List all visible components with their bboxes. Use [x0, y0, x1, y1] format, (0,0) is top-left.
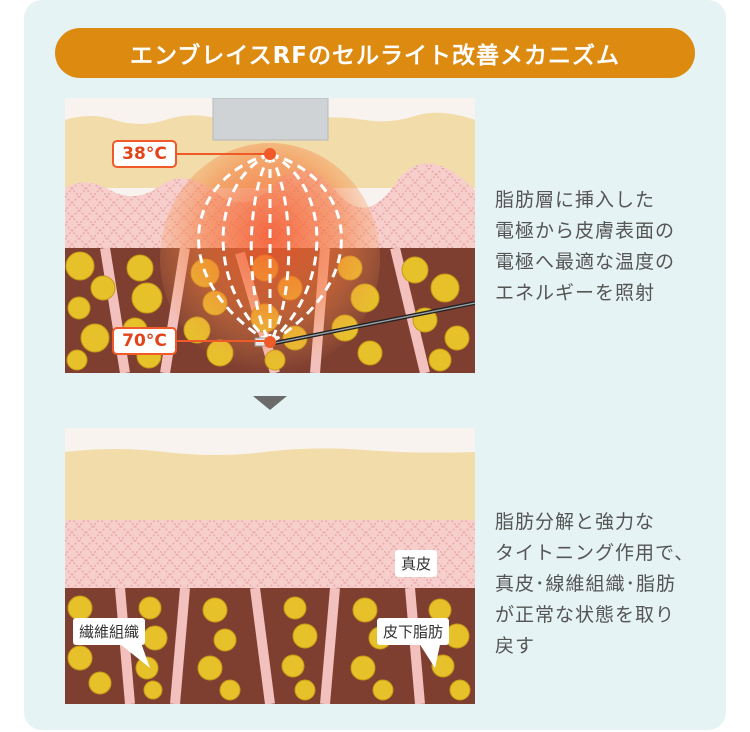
- description-line: が正常な状態を取り: [495, 604, 676, 626]
- page-title: エンブレイスRFのセルライト改善メカニズム: [55, 28, 695, 78]
- description-line: タイトニング作用で、: [495, 542, 695, 564]
- arrow-down-icon: [253, 396, 287, 410]
- subcutaneous-fat-tag: 皮下脂肪: [377, 618, 450, 645]
- deep-temperature-label: 70°C: [112, 327, 177, 355]
- dermis-tag: 真皮: [395, 550, 438, 577]
- description-line: 電極へ最適な温度の: [495, 251, 676, 273]
- description-line: 脂肪層に挿入した: [495, 189, 656, 211]
- description-before: 脂肪層に挿入した 電極から皮膚表面の 電極へ最適な温度の エネルギーを照射: [495, 185, 715, 309]
- description-line: 脂肪分解と強力な: [495, 511, 656, 533]
- skin-diagram-after: 真皮 繊維組織 皮下脂肪: [65, 428, 475, 704]
- surface-temperature-label: 38°C: [112, 140, 177, 168]
- description-line: 戻す: [495, 635, 536, 657]
- description-line: エネルギーを照射: [495, 282, 656, 304]
- description-after: 脂肪分解と強力な タイトニング作用で、 真皮･線維組織･脂肪 が正常な状態を取り…: [495, 507, 715, 662]
- description-line: 真皮･線維組織･脂肪: [495, 573, 677, 595]
- skin-diagram-before: 38°C 70°C: [65, 98, 475, 373]
- description-line: 電極から皮膚表面の: [495, 220, 676, 242]
- fibrous-tissue-tag: 繊維組織: [73, 618, 146, 645]
